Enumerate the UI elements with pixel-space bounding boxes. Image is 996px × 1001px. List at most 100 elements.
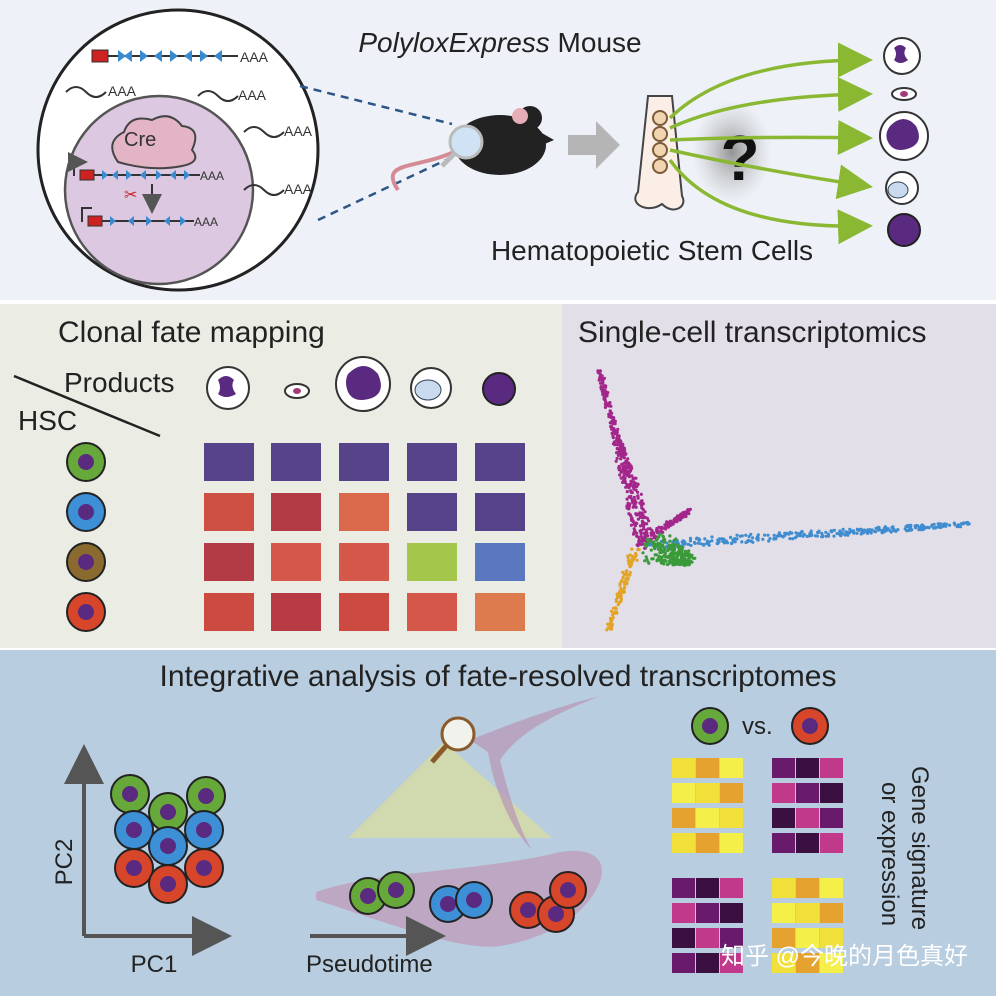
bone-illustration [634, 95, 685, 211]
gene-heatmap-cell [672, 953, 695, 973]
scatter-point [636, 544, 640, 548]
scatter-point [612, 440, 617, 444]
scatter-point [685, 554, 689, 558]
gene-heatmap-cell [772, 808, 795, 828]
scatter-point [640, 516, 644, 520]
scatter-point [835, 531, 839, 536]
scatter-point [667, 543, 671, 547]
pca-cell-cluster [110, 774, 226, 904]
scatter-point [659, 548, 663, 552]
scatter-point [599, 385, 603, 389]
scatter-point [924, 526, 928, 530]
scatter-point [955, 525, 959, 529]
gene-heatmap-cell [772, 783, 795, 803]
scatter-point [667, 547, 671, 551]
heatmap-cell [407, 493, 457, 531]
gene-heatmap-cell [720, 833, 743, 853]
singlecell-panel-bg [562, 304, 996, 648]
scatter-point [629, 523, 634, 527]
scatter-point [608, 409, 612, 414]
scatter-point [624, 459, 628, 463]
scatter-point [636, 496, 640, 500]
scatter-point [598, 369, 603, 373]
scatter-point [689, 543, 693, 548]
scatter-point [615, 432, 619, 436]
scatter-point [609, 609, 614, 613]
scatter-point [645, 516, 650, 520]
scatter-point [644, 534, 648, 539]
polya-label: AAA [240, 49, 269, 65]
scatter-point [668, 558, 672, 562]
trajectory-cells [349, 871, 587, 933]
scatter-point [628, 553, 632, 557]
scatter-point [763, 533, 767, 537]
scatter-point [705, 541, 709, 546]
hsc-cells-column [66, 442, 106, 632]
heatmap-cell [271, 593, 321, 631]
scatter-point [609, 415, 613, 419]
scatter-point [621, 475, 626, 479]
scatter-point [641, 551, 645, 555]
scatter-point [629, 479, 634, 483]
scatter-point [645, 522, 649, 526]
gene-heatmap-cell [772, 833, 795, 853]
polya-label: AAA [108, 83, 137, 99]
scatter-point [772, 533, 776, 537]
scatter-point [637, 540, 641, 544]
scatter-point [824, 530, 828, 534]
scatter-point [658, 532, 662, 536]
scatter-point [682, 557, 687, 561]
scatter-point [615, 456, 619, 461]
heatmap-cell [339, 443, 389, 481]
scatter-point [626, 559, 631, 563]
scatter-point [677, 544, 681, 549]
pca-nucleus [126, 860, 142, 876]
scatter-point [629, 489, 633, 493]
scatter-point [645, 531, 649, 536]
scatter-point [799, 530, 804, 534]
integrative-title: Integrative analysis of fate-resolved tr… [160, 660, 837, 693]
scatter-point [913, 524, 917, 528]
scatter-point [697, 537, 701, 541]
gene-heatmap-cell [720, 808, 743, 828]
scatter-point [618, 473, 622, 477]
scatter-point [657, 554, 661, 558]
trajectory-nucleus [548, 906, 564, 922]
hsc-nucleus [78, 554, 94, 570]
scatter-point [696, 541, 700, 545]
scatter-point [673, 547, 677, 552]
scatter-point [663, 551, 667, 556]
gene-heatmap-cell [720, 928, 743, 948]
scatter-point [600, 388, 605, 392]
scatter-point [707, 540, 712, 544]
gene-heatmap-cell [672, 783, 695, 803]
scatter-point [873, 530, 878, 534]
scatter-point [888, 529, 892, 533]
scatter-point [952, 521, 956, 525]
scatter-point [747, 534, 751, 539]
gene-heatmap-cell [796, 783, 819, 803]
scatter-point [665, 524, 669, 528]
cre-enzyme-shape [111, 115, 197, 170]
scatter-point [673, 562, 678, 566]
gene-heatmap-cell [796, 878, 819, 898]
fate-arrows [668, 42, 873, 245]
scatter-point [647, 519, 651, 523]
scatter-point [716, 538, 720, 542]
heatmap-cell [407, 543, 457, 581]
scatter-point [624, 569, 628, 573]
scatter-point [633, 555, 638, 559]
heatmap-cell [475, 443, 525, 481]
heatmap-cell [204, 493, 254, 531]
scatter-point [676, 514, 680, 518]
scatter-point [684, 514, 688, 519]
heatmap-cell [271, 443, 321, 481]
scatter-point [610, 619, 614, 623]
scatter-point [729, 535, 733, 540]
scatter-point [699, 542, 703, 546]
scatter-point [761, 537, 765, 541]
scatter-point [621, 465, 625, 469]
hsc-cloud [692, 100, 772, 204]
scatter-point [890, 525, 894, 530]
scatter-point [746, 538, 751, 543]
